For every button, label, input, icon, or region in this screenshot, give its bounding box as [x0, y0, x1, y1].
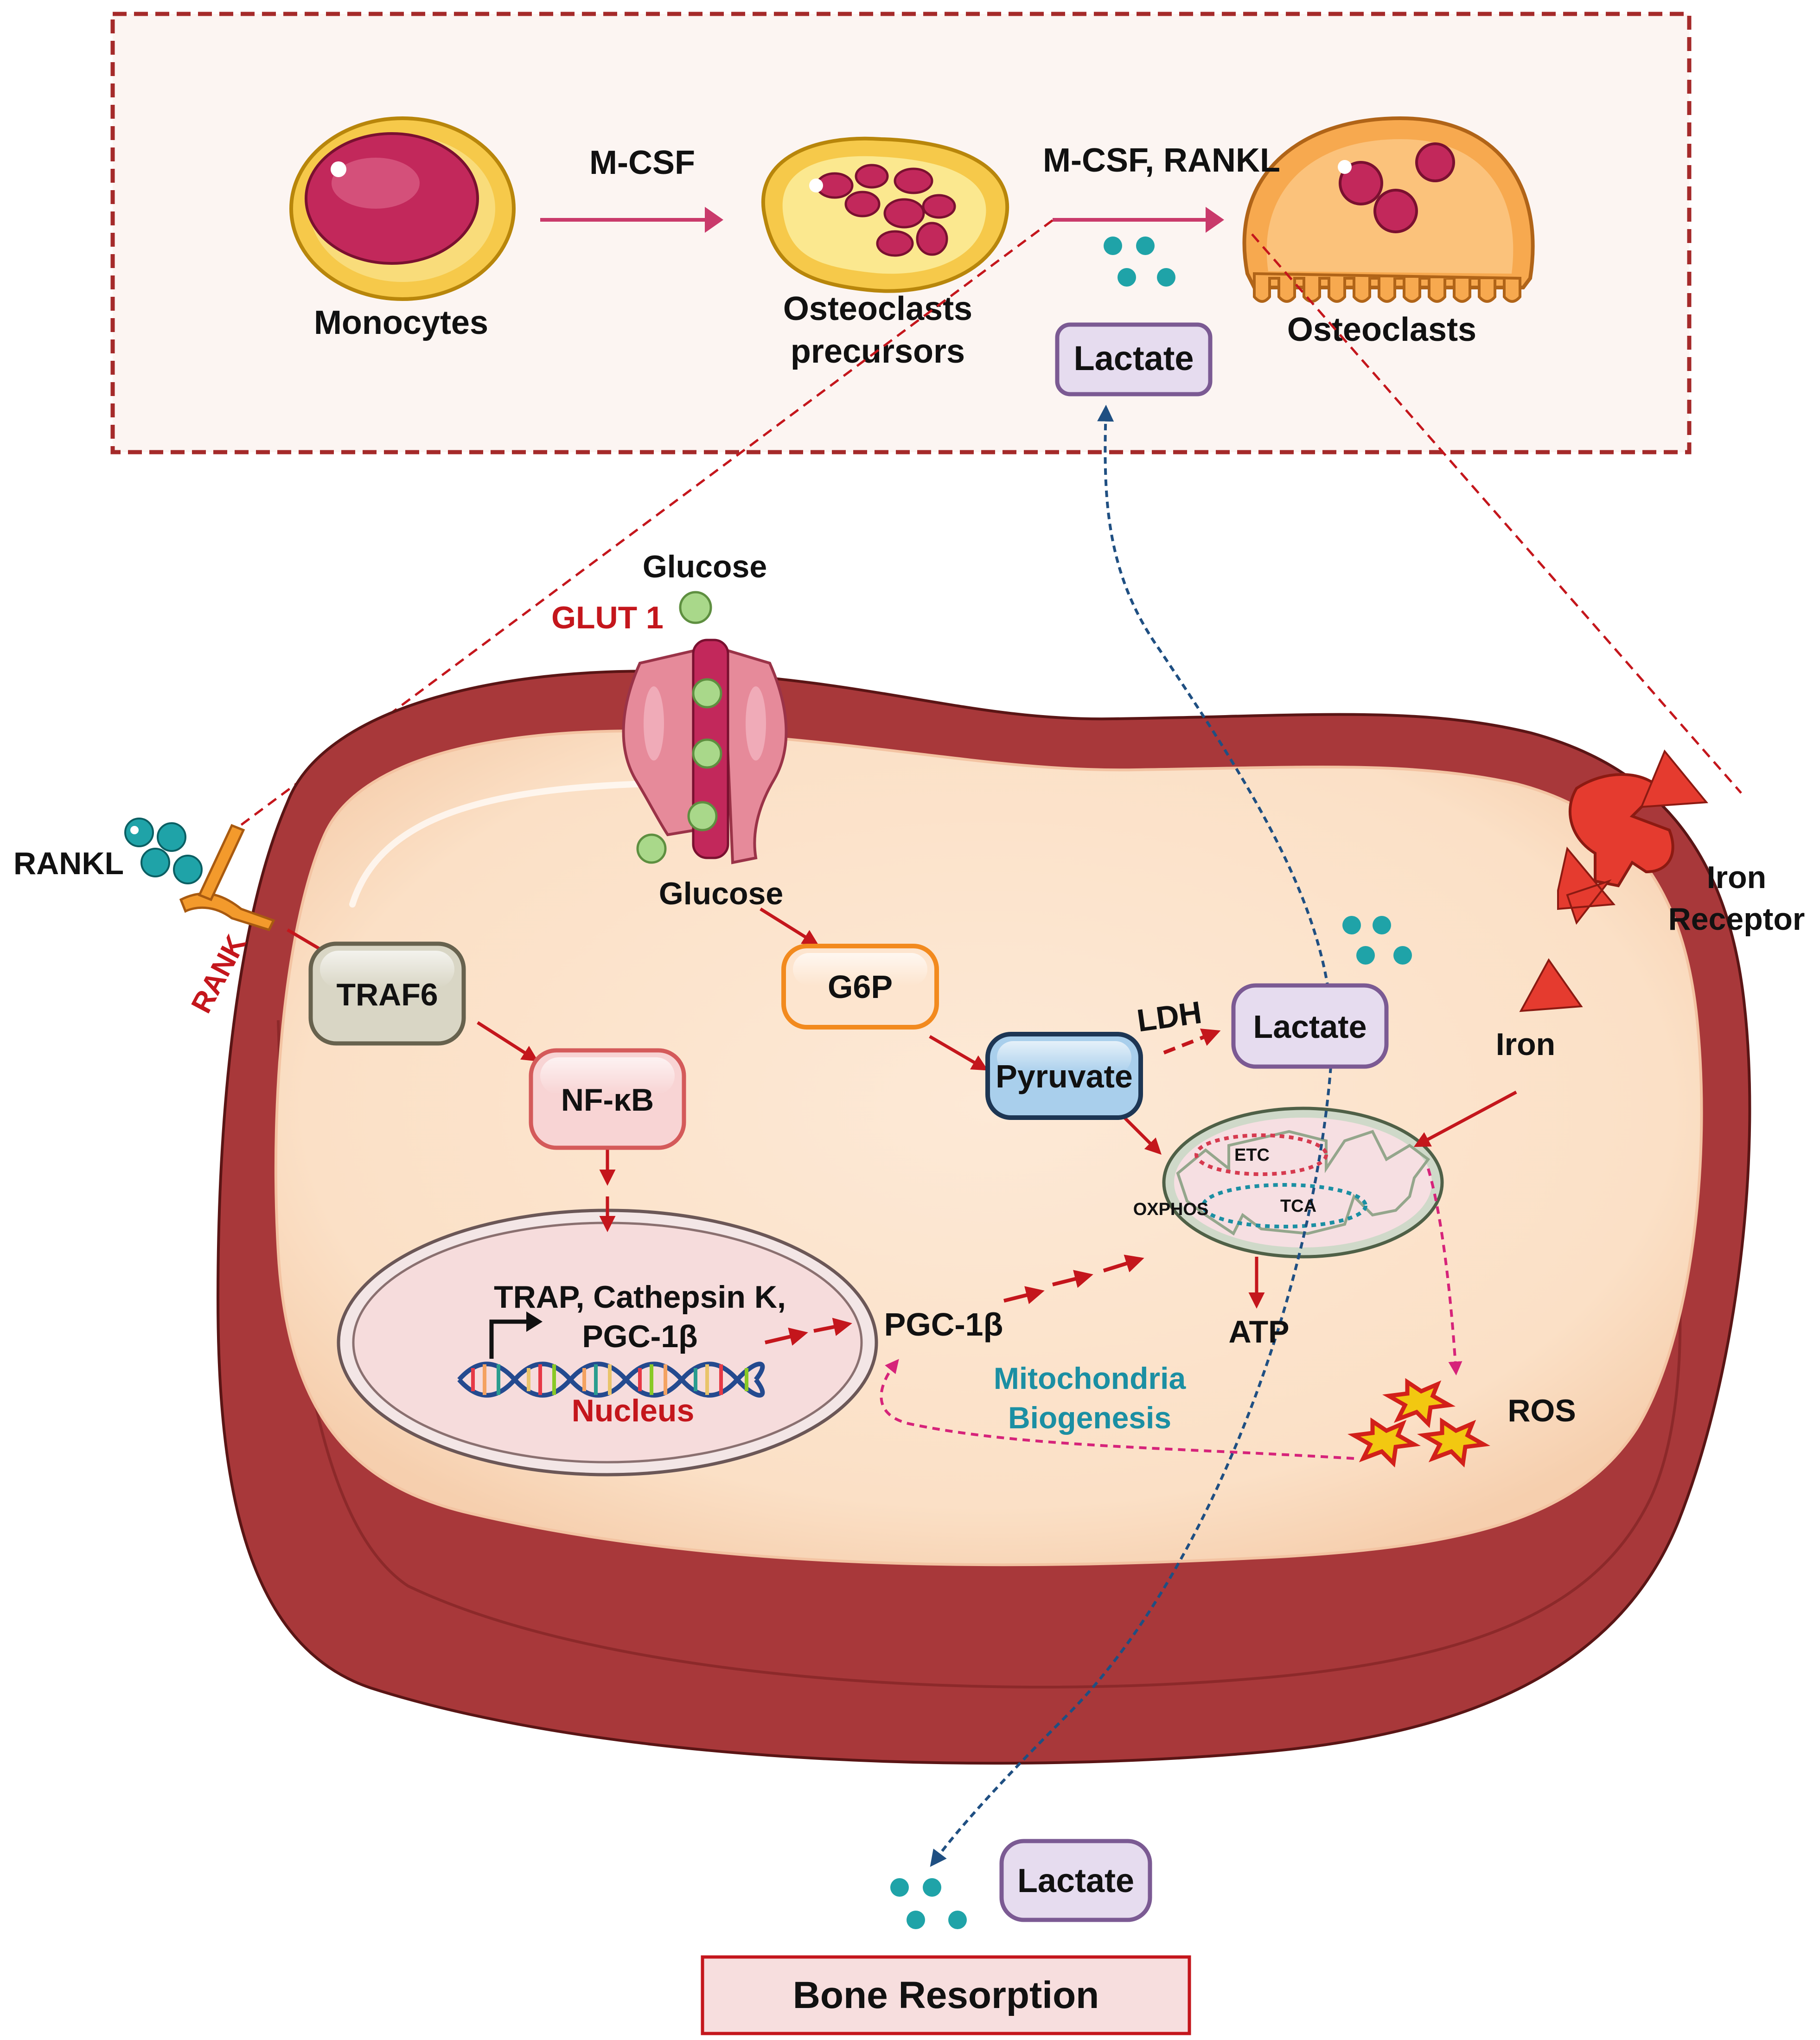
- lactate-molecules-outside: [890, 1878, 967, 1929]
- monocytes-label: Monocytes: [314, 304, 488, 341]
- precursor-cell: [761, 136, 1009, 293]
- tca-loop: [1201, 1183, 1367, 1228]
- iron-receptor: [1569, 773, 1674, 888]
- pyruvate-label: Pyruvate: [996, 1058, 1133, 1094]
- iron-molecules: [1519, 749, 1708, 1012]
- traf6-node: [308, 941, 466, 1046]
- inset-panel: Lactate M-CSF M-CSF, RANKL Monocytes Ost…: [110, 12, 1692, 454]
- lactate-label-cell: Lactate: [1253, 1009, 1367, 1045]
- osteoclast-cell: [1242, 116, 1535, 303]
- pgc1b-label: PGC-1β: [884, 1306, 1003, 1343]
- lactate-node-cell: [1231, 983, 1389, 1069]
- rankl-molecules: [124, 818, 203, 884]
- lactate-label-inset: Lactate: [1073, 339, 1194, 377]
- mito-biogenesis-line1: Mitochondria: [994, 1361, 1187, 1395]
- rank-receptor: [179, 824, 275, 932]
- nucleus-genes-line2: PGC-1β: [582, 1319, 697, 1354]
- precursors-label-line1: Osteoclasts: [783, 290, 972, 327]
- nfkb-label: NF-κB: [561, 1082, 654, 1118]
- lactate-molecules-inset: [1104, 237, 1175, 287]
- glucose-molecules: [636, 591, 722, 864]
- tca-label: TCA: [1280, 1196, 1316, 1216]
- glucose-inside-label: Glucose: [659, 876, 783, 911]
- zoom-line-left: [233, 219, 1054, 831]
- pyruvate-node: [985, 1032, 1143, 1120]
- inset-arrow-mcsf: [540, 207, 723, 233]
- glucose-outside-label: Glucose: [643, 549, 767, 584]
- lactate-label-outside: Lactate: [1017, 1862, 1134, 1899]
- pathway-arrows: [287, 404, 1517, 1867]
- bone-resorption-label: Bone Resorption: [793, 1974, 1099, 2016]
- traf6-label: TRAF6: [336, 977, 438, 1012]
- zoom-line-right: [1251, 233, 1742, 794]
- atp-label: ATP: [1229, 1314, 1290, 1349]
- iron-receptor-label-line1: Iron: [1707, 860, 1766, 895]
- rankl-label: RANKL: [13, 846, 124, 881]
- oxphos-label: OXPHOS: [1133, 1200, 1209, 1219]
- lactate-molecules-cell: [1342, 916, 1412, 965]
- g6p-node: [781, 944, 939, 1030]
- glut1-label: GLUT 1: [551, 600, 664, 635]
- lactate-box-inset: [1055, 322, 1213, 396]
- nfkb-node: [529, 1048, 686, 1150]
- mcsf-label: M-CSF: [589, 144, 695, 181]
- cell-body: [216, 670, 1751, 1765]
- lactate-node-outside: [999, 1839, 1152, 1922]
- nucleus-genes-line1: TRAP, Cathepsin K,: [494, 1279, 786, 1315]
- mito-biogenesis-line2: Biogenesis: [1008, 1401, 1171, 1435]
- monocyte-cell: [289, 116, 516, 301]
- osteoclasts-label: Osteoclasts: [1287, 311, 1476, 348]
- nucleus: [337, 1209, 878, 1477]
- ros-molecules: [1347, 1378, 1490, 1468]
- dna-helix: [457, 1362, 765, 1398]
- inset-arrow-mcsf-rankl: [1053, 207, 1224, 233]
- bone-resorption-box: [701, 1955, 1191, 2035]
- etc-label: ETC: [1234, 1145, 1270, 1165]
- iron-label: Iron: [1496, 1027, 1555, 1062]
- nucleus-label: Nucleus: [572, 1393, 695, 1428]
- iron-receptor-label-line2: Receptor: [1668, 902, 1805, 937]
- mitochondrion: [1162, 1106, 1444, 1259]
- transcription-start-icon: [489, 1311, 543, 1359]
- mcsf-rankl-label: M-CSF, RANKL: [1043, 142, 1280, 179]
- etc-loop: [1194, 1133, 1328, 1176]
- ros-label: ROS: [1507, 1393, 1576, 1428]
- g6p-label: G6P: [828, 969, 893, 1005]
